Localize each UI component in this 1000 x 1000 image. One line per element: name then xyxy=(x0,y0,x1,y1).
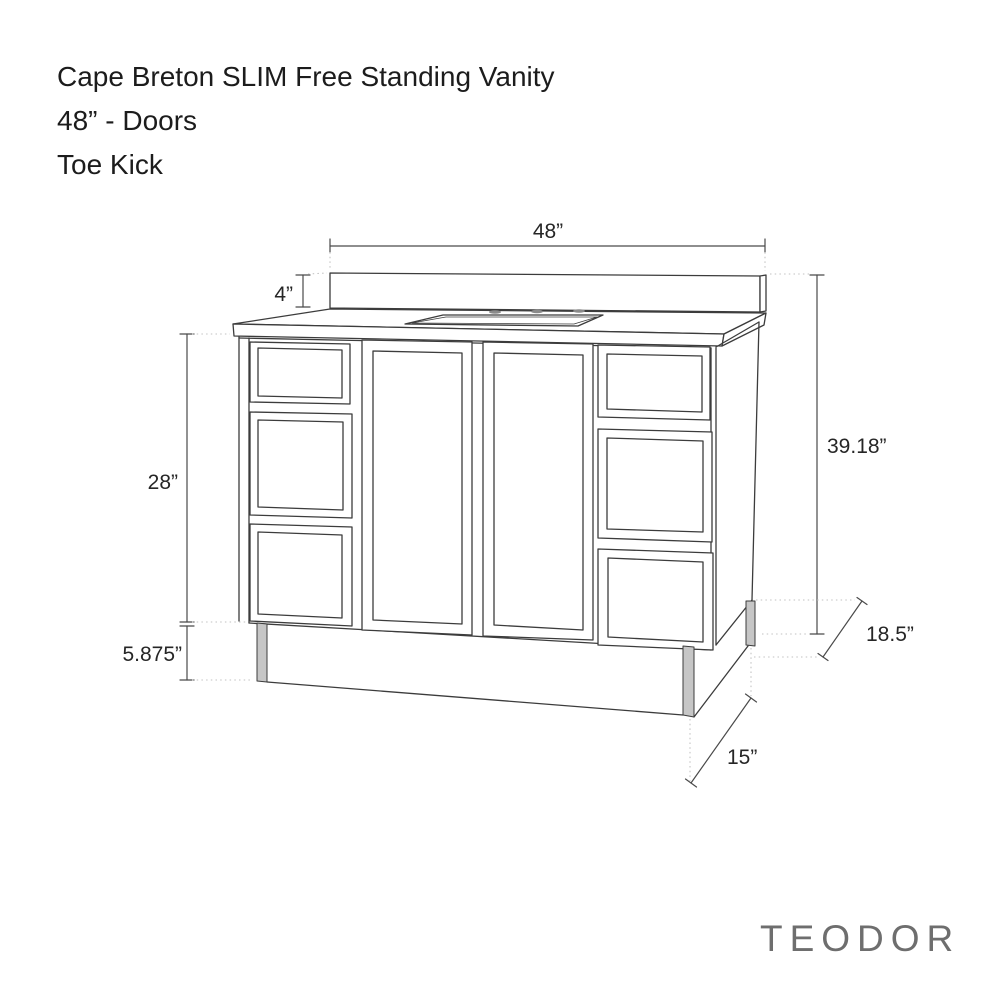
dimension-depth-label: 18.5” xyxy=(866,623,914,646)
front-left-leg xyxy=(256,622,268,683)
drawer-front xyxy=(597,344,711,421)
product-title: Cape Breton SLIM Free Standing Vanity xyxy=(57,61,555,92)
front-right-leg xyxy=(682,645,695,718)
door-right xyxy=(482,341,594,641)
back-right-leg xyxy=(745,600,756,647)
dimension-toe-kick-depth: 15” xyxy=(684,648,757,788)
toe-kick xyxy=(256,600,756,718)
toe-kick-bottom-edge xyxy=(266,681,684,716)
doors xyxy=(361,339,594,641)
dimension-overall-height: 39.18” xyxy=(762,273,887,635)
dimension-backsplash-height: 4” xyxy=(274,272,328,308)
brand-logo: TEODOR xyxy=(760,918,961,959)
dimension-width-label: 48” xyxy=(533,220,563,243)
product-option: Toe Kick xyxy=(57,149,163,180)
backsplash xyxy=(329,272,767,313)
dimension-annotations: 48” 4” 28” 5.875” xyxy=(122,220,914,788)
dimension-cabinet-height: 28” xyxy=(148,333,247,623)
drawer-front xyxy=(597,428,713,543)
left-drawer-bank xyxy=(249,341,353,627)
drawer-front xyxy=(249,411,353,519)
right-drawer-bank xyxy=(597,344,714,651)
drawer-front xyxy=(249,341,351,405)
sink xyxy=(404,309,604,327)
drawer-front xyxy=(249,523,353,627)
dimension-depth: 18.5” xyxy=(754,596,914,662)
dimension-width: 48” xyxy=(329,220,766,271)
title-block: Cape Breton SLIM Free Standing Vanity 48… xyxy=(57,55,555,187)
door-left xyxy=(361,339,473,636)
vanity-line-drawing xyxy=(232,272,767,718)
dimension-backsplash-label: 4” xyxy=(274,283,293,306)
faucet-holes xyxy=(489,309,585,314)
dimension-toe-kick-height-label: 5.875” xyxy=(122,643,182,666)
dimension-cabinet-height-label: 28” xyxy=(148,471,178,494)
dimension-overall-height-label: 39.18” xyxy=(827,435,887,458)
dimension-toe-kick-height: 5.875” xyxy=(122,625,253,681)
countertop xyxy=(232,308,767,347)
dimension-toe-kick-depth-label: 15” xyxy=(727,746,757,769)
product-size-variant: 48” - Doors xyxy=(57,105,198,136)
drawer-front xyxy=(597,548,714,651)
toe-kick-side-edge xyxy=(693,645,749,718)
